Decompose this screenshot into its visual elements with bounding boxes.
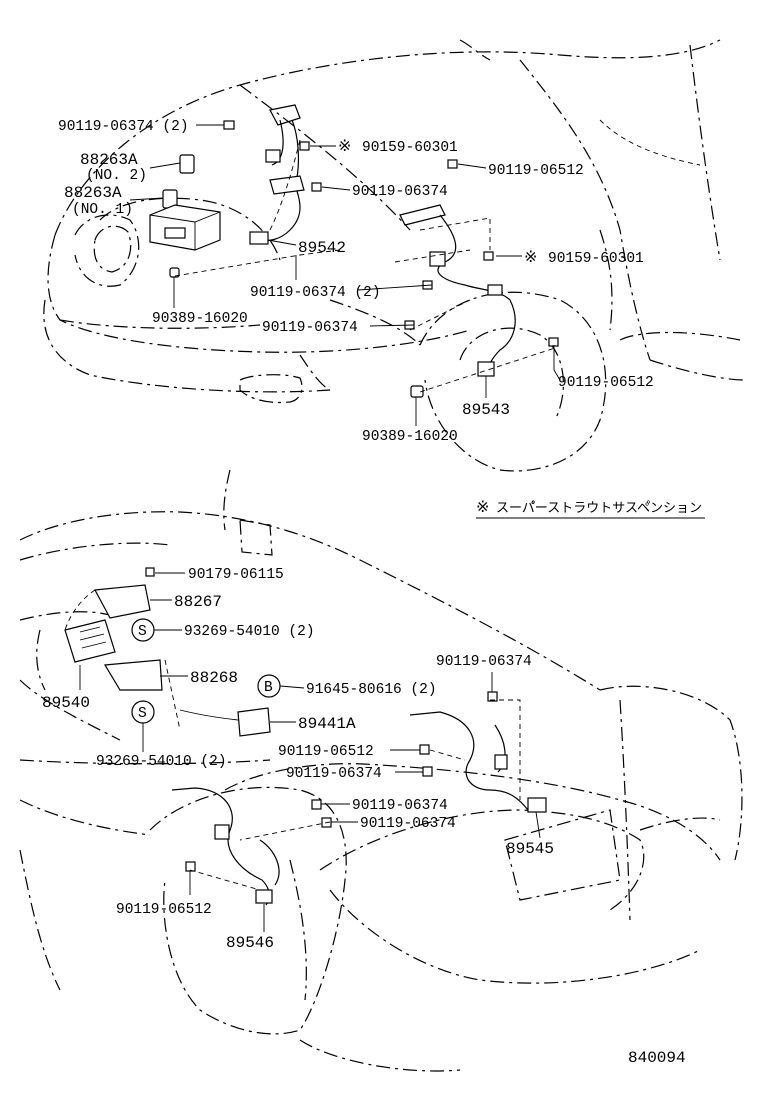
label-90389-16020-a: 90389-16020 (152, 311, 248, 327)
diagram-number: 840094 (628, 1049, 686, 1067)
sensor-bracket-upper (269, 104, 301, 126)
harness-wire-2 (257, 119, 301, 242)
label-90389-16020-b: 90389-16020 (362, 429, 458, 445)
label-91645-80616-2: 91645-80616 (2) (306, 682, 437, 698)
asterisk-mark: ※ (338, 138, 351, 156)
top-car-outline (43, 39, 746, 472)
circle-b-text: B (264, 680, 273, 696)
clip-2 (487, 284, 503, 296)
label-89546: 89546 (226, 934, 274, 952)
label-90119-06374-a: 90119-06374 (352, 184, 448, 200)
bracket-88268 (103, 659, 163, 691)
label-90159-60301-a: 90159-60301 (362, 140, 458, 156)
sensor-89546 (255, 889, 273, 904)
harness-wire (271, 119, 284, 166)
label-89441A: 89441A (298, 715, 356, 733)
label-no2: (NO. 2) (86, 168, 147, 184)
label-89540: 89540 (42, 694, 90, 712)
clip (265, 149, 281, 163)
bracket-89543 (399, 204, 446, 226)
label-93269-54010-2a: 93269-54010 (2) (184, 624, 315, 640)
battery-terminal (164, 227, 186, 239)
circle-s-text: S (138, 706, 147, 722)
label-89542: 89542 (298, 239, 346, 257)
circle-s-text: S (138, 624, 147, 640)
label-90119-06374-2: 90119-06374 (2) (58, 119, 189, 135)
bottom-leaders (79, 572, 541, 932)
label-90119-06374-e: 90119-06374 (352, 798, 448, 814)
label-88268: 88268 (190, 669, 238, 687)
clip-3 (494, 754, 508, 770)
note-super-strut: スーパ゚ーストラウトサスペ゚ンション (496, 501, 702, 516)
label-90179-06115: 90179-06115 (188, 567, 284, 583)
clip-4 (214, 824, 230, 840)
label-90119-06374-2b: 90119-06374 (2) (250, 285, 381, 301)
label-90119-06512-a: 90119-06512 (488, 163, 584, 179)
bottom-parts (64, 567, 547, 906)
label-90119-06512-d: 90119-06512 (116, 902, 212, 918)
label-89545: 89545 (506, 840, 554, 858)
abs-ecu-89540 (64, 619, 116, 663)
bottom-labels: 90179-06115 88267 93269-54010 (2) 88268 … (42, 567, 554, 952)
label-88263A-no2: 88263A (80, 151, 138, 169)
label-90119-06374-c: 90119-06374 (436, 654, 532, 670)
bottom-car-outline (19, 469, 743, 1072)
relay-no2 (179, 154, 195, 174)
label-90119-06374-d: 90119-06374 (286, 766, 382, 782)
label-90119-06374-b: 90119-06374 (262, 320, 358, 336)
sensor-89545 (527, 797, 547, 813)
sensor-89441A (237, 707, 271, 737)
sensor-89542 (249, 231, 269, 245)
top-leaders (129, 124, 561, 426)
label-88267: 88267 (174, 593, 222, 611)
label-90119-06512-b: 90119-06512 (558, 375, 654, 391)
label-no1: (NO. 1) (72, 202, 133, 218)
bracket-88267 (94, 584, 151, 619)
label-90119-06374-f: 90119-06374 (360, 816, 456, 832)
note: ※ スーパ゚ーストラウトサスペ゚ンション (476, 499, 705, 519)
top-parts (149, 104, 559, 398)
asterisk-mark: ※ (524, 249, 537, 267)
label-89543: 89543 (462, 401, 510, 419)
label-88263A-no1: 88263A (64, 184, 122, 202)
top-labels: 90119-06374 (2) 88263A (NO. 2) 88263A (N… (58, 119, 654, 445)
label-90119-06512-c: 90119-06512 (278, 744, 374, 760)
label-90159-60301-b: 90159-60301 (548, 251, 644, 267)
asterisk-mark: ※ (476, 499, 489, 517)
label-93269-54010-2b: 93269-54010 (2) (96, 754, 227, 770)
